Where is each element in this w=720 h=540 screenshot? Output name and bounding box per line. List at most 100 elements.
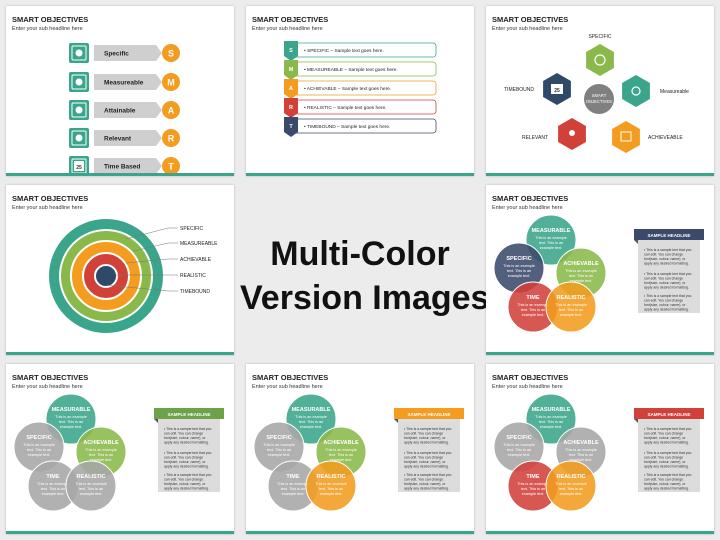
panel-bullet-text: • This is a sample text that you: [644, 272, 692, 276]
circle-body-text: This is an example: [535, 415, 567, 419]
circle-body-text: This is an example: [315, 482, 347, 486]
glyph-icon: [75, 106, 83, 114]
circle-body-text: text. This is an: [507, 448, 531, 452]
arrow-bar: [94, 45, 162, 61]
chevron-marker: [284, 41, 298, 61]
arrow-bar: [94, 130, 162, 146]
row-text: • REALISTIC – Sample text goes here.: [304, 105, 386, 111]
circle-body-text: text. This is an: [319, 487, 343, 491]
circle-label: TIME: [46, 474, 59, 480]
row-letter: A: [168, 106, 175, 116]
circle-body-text: text. This is an: [569, 453, 593, 457]
circle-label: SPECIFIC: [506, 435, 531, 441]
slide-title: SMART OBJECTIVES: [492, 194, 569, 203]
row-letter: R: [168, 134, 175, 144]
glyph-icon: [75, 78, 83, 86]
panel-bullet-text: can edit. You can change: [404, 432, 443, 436]
panel-bullet-text: apply any desired formatting.: [644, 487, 689, 491]
panel-fold: [394, 419, 398, 423]
panel-bullet-text: apply any desired formatting.: [644, 286, 689, 290]
circle-body-text: text. This is an: [267, 448, 291, 452]
glyph-icon: [75, 134, 83, 142]
panel-bullet-text: apply any desired formatting.: [644, 441, 689, 445]
circle-body-text: example text.: [60, 425, 83, 429]
panel-header-band: [154, 408, 224, 419]
panel-bullet-text: can edit. You can change: [644, 299, 683, 303]
circle-body-text: text. This is an: [41, 487, 65, 491]
circle-label: MEASURABLE: [532, 228, 571, 234]
row-label: Specific: [104, 51, 129, 58]
s2-diagram: S• SPECIFIC – Sample text goes here.M• M…: [284, 41, 437, 137]
slide-7-circles-orange[interactable]: SMART OBJECTIVES Enter your sub headline…: [246, 364, 474, 534]
letter-circle: [162, 157, 180, 175]
target-label: SPECIFIC: [180, 226, 203, 232]
panel-bullet-text: can edit. You can change: [164, 478, 203, 482]
circle-body-text: example text.: [80, 492, 103, 496]
slide-8-circles-red[interactable]: SMART OBJECTIVES Enter your sub headline…: [486, 364, 714, 534]
slide-title: SMART OBJECTIVES: [12, 15, 89, 24]
chevron-marker: [284, 98, 298, 118]
circle-body-text: text. This is an: [521, 308, 545, 312]
panel-bullet-text: • This is a sample text that you: [644, 248, 692, 252]
slide-subtitle: Enter your sub headline here: [12, 205, 83, 211]
circle-label: ACHIEVABLE: [563, 261, 599, 267]
side-panel: [158, 416, 220, 492]
side-panel: [638, 237, 700, 313]
s4-diagram: SPECIFICMEASUREABLEACHIEVABLEREALISTICTI…: [47, 217, 218, 335]
panel-bullet-text: font(size, colour, name), or: [644, 436, 686, 440]
headline-line-1: Multi-Color: [270, 235, 450, 273]
circle-label: ACHIEVABLE: [323, 440, 359, 446]
center-label-1: SMART: [592, 93, 607, 98]
slide-title: SMART OBJECTIVES: [12, 373, 89, 382]
circle-body-text: example text.: [522, 492, 545, 496]
circle-body-text: This is an example: [37, 482, 69, 486]
slide-4-target[interactable]: SMART OBJECTIVES Enter your sub headline…: [6, 185, 234, 355]
circle-body-text: text. This is an: [559, 308, 583, 312]
leader-line: [125, 258, 178, 264]
circle-realistic: [305, 460, 357, 512]
circle-label: TIME: [526, 295, 539, 301]
slide-2-chevrons[interactable]: SMART OBJECTIVES Enter your sub headline…: [246, 6, 474, 176]
panel-bullet-text: font(size, colour, name), or: [164, 460, 206, 464]
circle-body-text: example text.: [570, 458, 593, 462]
slide-subtitle: Enter your sub headline here: [492, 384, 563, 390]
row-label: Relevant: [104, 136, 132, 143]
circle-body-text: text. This is an: [507, 269, 531, 273]
circle-body-text: This is an example: [85, 448, 117, 452]
circle-body-text: example text.: [540, 425, 563, 429]
panel-bullet-text: font(size, colour, name), or: [164, 436, 206, 440]
slide-1-list[interactable]: SMART OBJECTIVES Enter your sub headline…: [6, 6, 234, 176]
circle-body-text: text. This is an: [329, 453, 353, 457]
slide-subtitle: Enter your sub headline here: [492, 205, 563, 211]
circle-body-text: text. This is an: [521, 487, 545, 491]
circle-label: TIME: [526, 474, 539, 480]
panel-bullet-text: can edit. You can change: [164, 456, 203, 460]
panel-bullet-text: font(size, colour, name), or: [404, 460, 446, 464]
panel-bullet-text: can edit. You can change: [404, 478, 443, 482]
slide-3-hexagons[interactable]: SMART OBJECTIVES Enter your sub headline…: [486, 6, 714, 176]
circle-label: REALISTIC: [556, 295, 585, 301]
chevron-letter: R: [289, 105, 293, 111]
circle-body-text: text. This is an: [89, 453, 113, 457]
target-label: MEASUREABLE: [180, 241, 218, 247]
circle-realistic: [65, 460, 117, 512]
slide-6-circles-green[interactable]: SMART OBJECTIVES Enter your sub headline…: [6, 364, 234, 534]
circle-body-text: example text.: [570, 279, 593, 283]
panel-bullet-text: font(size, colour, name), or: [404, 482, 446, 486]
circle-body-text: text. This is an: [539, 420, 563, 424]
row-letter: M: [167, 78, 175, 88]
circle-label: TIME: [286, 474, 299, 480]
panel-bullet-text: apply any desired formatting.: [644, 262, 689, 266]
panel-bullet-text: font(size, colour, name), or: [164, 482, 206, 486]
leader-line: [133, 242, 178, 252]
icon-frame: [71, 74, 87, 90]
panel-bullet-text: • This is a sample text that you: [404, 427, 452, 431]
panel-bullet-text: • This is a sample text that you: [644, 473, 692, 477]
row-label: Measureable: [104, 80, 144, 87]
slide-5-circles-color[interactable]: SMART OBJECTIVES Enter your sub headline…: [486, 185, 714, 355]
panel-bullet-text: • This is a sample text that you: [164, 427, 212, 431]
calendar-number: 25: [76, 165, 82, 171]
